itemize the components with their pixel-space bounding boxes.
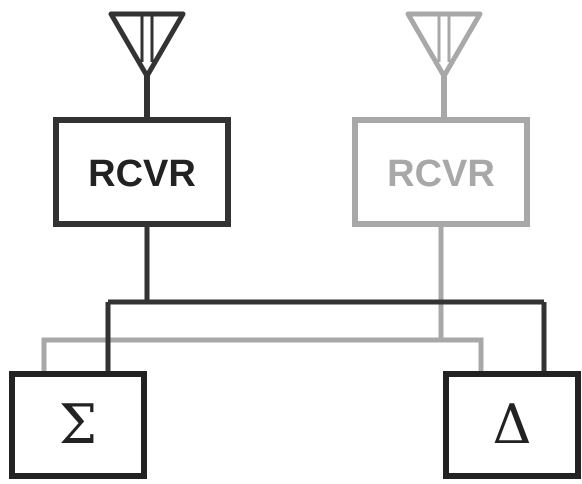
dark-signal-path xyxy=(105,224,547,374)
difference-symbol: Δ xyxy=(493,393,532,456)
receiver-label-right: RCVR xyxy=(387,153,495,195)
sum-block: Σ xyxy=(9,371,147,479)
difference-block: Δ xyxy=(443,371,581,479)
sum-symbol: Σ xyxy=(59,393,97,456)
light-signal-path xyxy=(41,224,484,374)
receiver-label-left: RCVR xyxy=(88,153,196,195)
antenna-icon-left xyxy=(108,11,186,120)
receiver-block-right: RCVR xyxy=(352,117,530,227)
antenna-icon-right xyxy=(405,11,483,120)
receiver-block-left: RCVR xyxy=(53,117,231,227)
